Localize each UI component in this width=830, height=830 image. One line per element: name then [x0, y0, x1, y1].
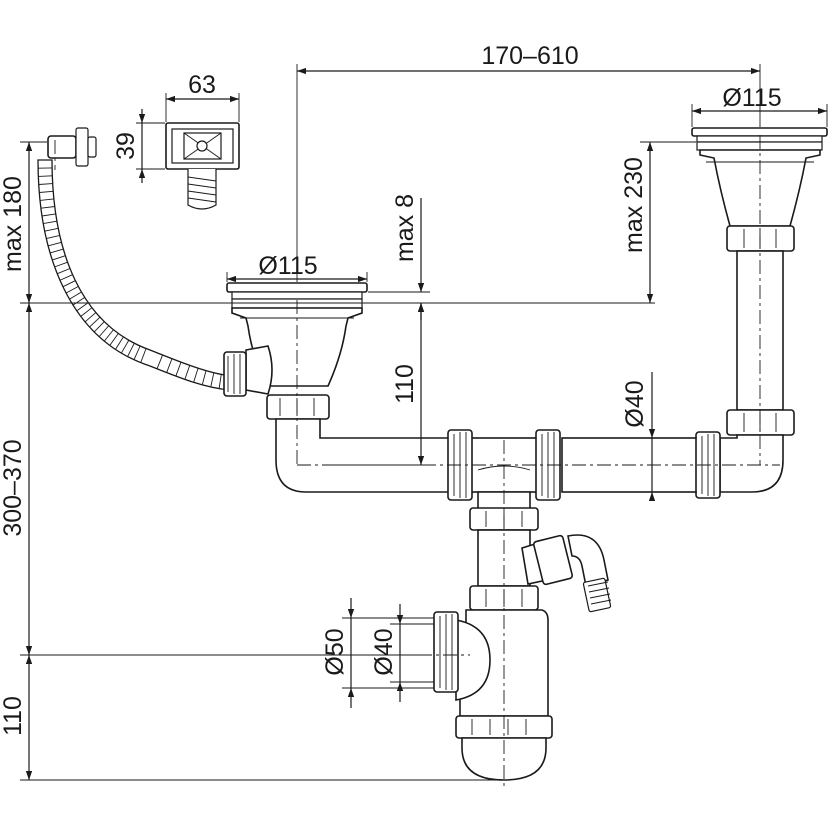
hose-rib: [166, 358, 173, 373]
hose-rib: [184, 365, 191, 380]
dimension-overflow-width: 63: [165, 71, 240, 122]
left-elbow-pipe: [275, 418, 461, 493]
hose-rib: [104, 329, 114, 342]
hose-rib: [38, 183, 53, 185]
hose-rib: [59, 274, 73, 281]
dimension-left-drop: 110: [330, 303, 430, 466]
dimension-left-strainer-diameter: Ø115: [226, 252, 368, 283]
dimension-bowl-distance: 170–610: [296, 42, 761, 282]
dimension-hose-height: max 180: [0, 141, 655, 304]
hose-rib: [84, 312, 96, 323]
trap-inner-diameter-label: Ø40: [370, 628, 398, 675]
right-strainer-diameter-label: Ø115: [722, 84, 781, 112]
hose-rib: [80, 307, 93, 317]
hose-rib: [201, 370, 207, 385]
hose-rib: [127, 343, 135, 357]
hose-rib: [47, 241, 62, 247]
dimension-trap-diameters: Ø50 Ø40: [321, 598, 434, 708]
right-lower-nut: [726, 409, 795, 436]
right-upper-nut: [726, 225, 795, 252]
dimension-right-drop: max 230: [620, 141, 696, 303]
pipe-diameter-label: Ø40: [621, 380, 649, 427]
bottle-trap: [433, 609, 553, 781]
bowl-distance-label: 170–610: [481, 42, 578, 70]
dimension-strainer-rim: max 8: [368, 194, 430, 320]
left-nut: [266, 394, 330, 420]
hose-rib: [115, 337, 124, 350]
hose-rib: [49, 248, 64, 254]
dimension-right-strainer-diameter: Ø115: [691, 84, 828, 127]
hose-rib: [40, 206, 55, 209]
hose-rib: [39, 190, 54, 193]
hose-rib: [93, 321, 105, 333]
overflow-width-label: 63: [188, 71, 216, 99]
hose-rib: [175, 362, 182, 376]
right-elbow: [719, 434, 784, 493]
hose-rib: [76, 302, 89, 312]
overflow-fitting: [165, 122, 240, 210]
dimension-trap-bottom: 110: [0, 655, 504, 781]
dimension-pipe-diameter: Ø40: [621, 372, 697, 501]
hose-rib: [133, 346, 141, 360]
hose-rib: [41, 213, 56, 217]
overflow-inlet-connector: [223, 345, 273, 397]
trap-outer-diameter-label: Ø50: [321, 628, 349, 675]
overflow-height-label: 39: [112, 132, 140, 160]
total-height-label: 300–370: [0, 439, 27, 536]
hose-height-label: max 180: [0, 176, 27, 272]
hose-rib: [38, 175, 53, 177]
hose-rib: [121, 340, 129, 353]
left-drop-label: 110: [391, 364, 419, 404]
hose-rib: [43, 220, 57, 225]
appliance-hose-connector: [521, 534, 612, 613]
hose-rib: [210, 372, 215, 387]
hose-rib: [56, 268, 71, 275]
right-strainer: [691, 127, 828, 227]
hose-rib: [44, 227, 59, 232]
hose-rib: [62, 280, 76, 288]
hose-rib: [109, 333, 119, 346]
hose-rib: [89, 316, 101, 328]
hose-rib: [69, 291, 82, 300]
hose-rib: [156, 355, 163, 369]
hose-rib: [51, 255, 66, 261]
strainer-rim-label: max 8: [391, 194, 419, 262]
hose-rib: [54, 261, 68, 268]
hose-rib: [39, 198, 54, 201]
hose-rib: [98, 325, 109, 337]
hose-rib: [218, 374, 222, 389]
hose-rib: [193, 368, 199, 382]
right-drop-label: max 230: [620, 157, 648, 253]
trap-bottom-label: 110: [0, 696, 27, 736]
dimension-total-height: 300–370: [0, 303, 420, 656]
hose-rib: [65, 286, 79, 294]
hose-ribs: [38, 167, 222, 389]
dimension-overflow-height: 39: [112, 109, 165, 183]
hose-rib: [140, 348, 147, 363]
hose-rib: [46, 234, 60, 240]
left-strainer-diameter-label: Ø115: [258, 252, 317, 280]
hose-rib: [72, 297, 85, 306]
